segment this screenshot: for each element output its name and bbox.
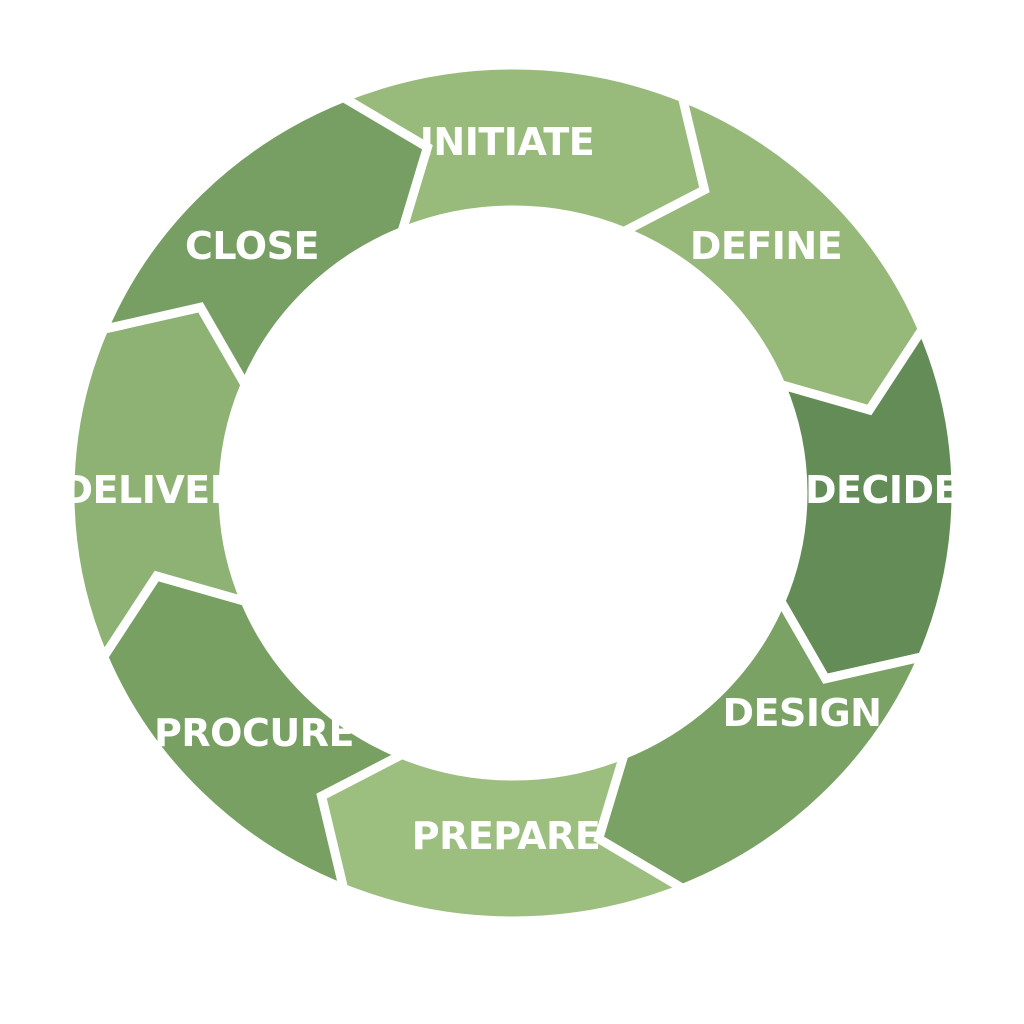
label-initiate: INITIATE [420,120,594,164]
label-design: DESIGN [722,691,881,735]
label-close: CLOSE [185,224,319,268]
segment-close [96,92,433,395]
label-decide: DECIDE [805,468,959,512]
label-define: DEFINE [690,224,842,268]
cycle-segments [65,60,961,926]
label-procure: PROCURE [154,711,354,755]
label-deliver: DELIVER [62,468,239,512]
label-prepare: PREPARE [412,814,601,858]
cycle-labels: INITIATE DEFINE DECIDE DESIGN PREPARE PROCURE… [62,120,960,858]
